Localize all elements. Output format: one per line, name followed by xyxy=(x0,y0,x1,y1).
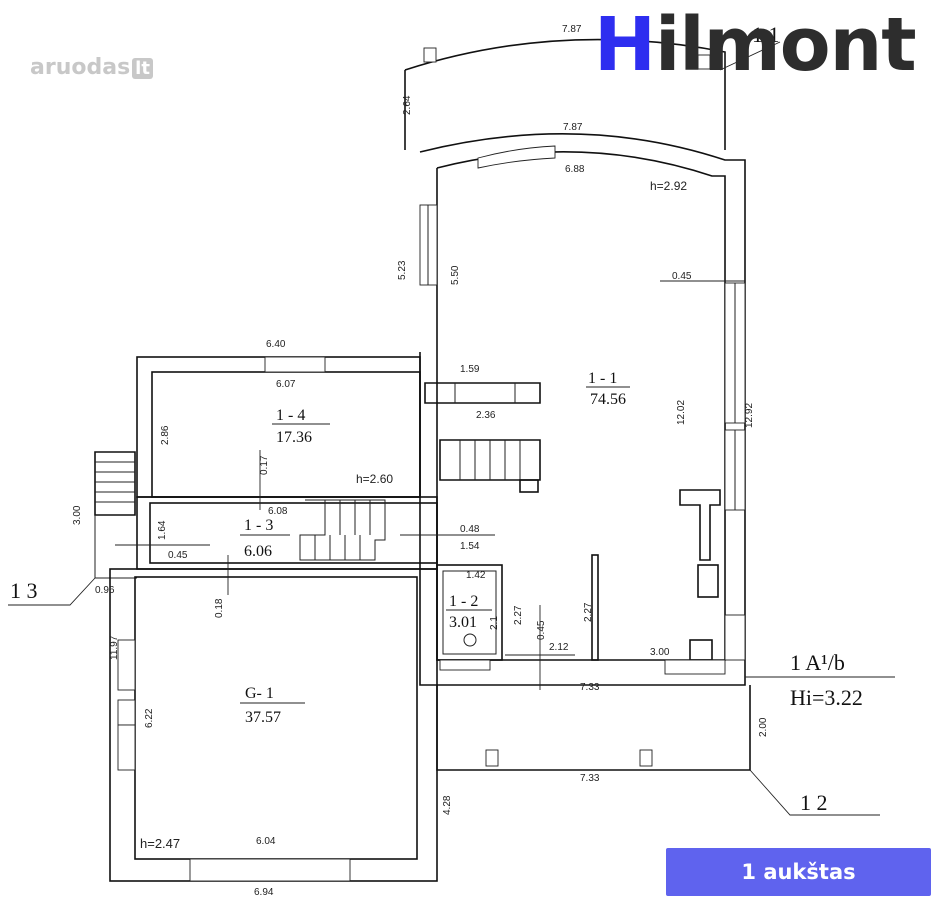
watermark-text: aruodas xyxy=(30,55,131,80)
terrace-post-2 xyxy=(639,749,653,767)
g-1-left-window-1 xyxy=(117,639,136,691)
dim-g1-left-inner: 6.22 xyxy=(144,708,155,728)
room-1-2-name: 1 - 2 xyxy=(449,593,478,610)
g-1-bottom-window xyxy=(189,858,351,882)
hall-right-window-3 xyxy=(724,614,746,661)
dim-terrace-right: 2.00 xyxy=(758,717,769,737)
dim-top-inner: 7.87 xyxy=(563,122,583,133)
partition-wall xyxy=(591,554,599,661)
dim-wall-212: 2.12 xyxy=(549,642,569,653)
section-label-12: 1 2 xyxy=(800,790,828,815)
toilet-icon xyxy=(463,633,477,647)
porch-post-right xyxy=(697,54,711,70)
height-g-1: h=2.47 xyxy=(140,836,180,851)
interior-stairs xyxy=(439,439,541,481)
g-1-left-window-2 xyxy=(117,724,136,771)
room-1-4-window xyxy=(264,356,326,373)
dim-top-outer: 7.87 xyxy=(562,24,582,35)
dim-r13-wall: 0.45 xyxy=(168,550,188,561)
dim-hall-bottom: 3.00 xyxy=(650,647,670,658)
dim-terrace-left: 4.28 xyxy=(442,795,453,815)
exterior-stairs xyxy=(94,451,136,516)
dim-terrace-top: 7.33 xyxy=(580,682,600,693)
dim-g1-wall: 0.18 xyxy=(214,598,225,618)
hall-top-window xyxy=(477,145,556,169)
room-1-3-inner xyxy=(149,502,438,564)
room-1-3-name: 1 - 3 xyxy=(244,517,273,534)
dim-partition: 2.27 xyxy=(583,602,594,622)
dim-r12-side: 2.1 xyxy=(489,616,500,630)
porch-outline xyxy=(404,38,726,150)
section-label-11: 1 1 xyxy=(752,22,780,47)
floor-badge: 1 aukštas xyxy=(666,848,931,896)
dim-g1-bottom-outer: 6.94 xyxy=(254,887,274,898)
dim-r14-left: 2.86 xyxy=(160,425,171,445)
room-1-1-name: 1 - 1 xyxy=(588,370,617,387)
dim-r14-wall: 0.17 xyxy=(259,455,270,475)
porch-post-left xyxy=(423,47,437,63)
overall-height: Hi=3.22 xyxy=(790,685,863,710)
boiler xyxy=(697,564,719,598)
room-1-4-area: 17.36 xyxy=(276,429,312,446)
dim-r12-right: 2.27 xyxy=(513,605,524,625)
room-g-1-area: 37.57 xyxy=(245,709,281,726)
section-label-13: 1 3 xyxy=(10,578,38,603)
room-1-3-stairs xyxy=(299,499,386,561)
stair-landing xyxy=(424,382,541,404)
dim-stair-bottom: 2.36 xyxy=(476,410,496,421)
height-room-1-4: h=2.60 xyxy=(356,472,393,486)
dim-ext-096: 0.96 xyxy=(95,585,115,596)
dim-r13-right-b: 1.54 xyxy=(460,541,480,552)
dim-hall-right-outer: 12.92 xyxy=(744,403,755,428)
room-1-2-area: 3.01 xyxy=(449,614,477,631)
logo-initial: H xyxy=(594,2,656,88)
stair-post xyxy=(519,479,539,493)
section-line-12 xyxy=(749,769,880,816)
dim-r14-top-outer: 6.40 xyxy=(266,339,286,350)
dim-wall-045b: 0.45 xyxy=(536,620,547,640)
dim-stair-top: 1.59 xyxy=(460,364,480,375)
room-g-1-name: G- 1 xyxy=(245,685,274,702)
dim-r13-top: 6.08 xyxy=(268,506,288,517)
hall-outer-wall xyxy=(419,133,746,686)
dim-left-porch: 2.64 xyxy=(402,95,413,115)
dim-g1-bottom-inner: 6.04 xyxy=(256,836,276,847)
dim-r12-top: 1.42 xyxy=(466,570,486,581)
bathroom-window xyxy=(439,659,491,671)
g-1-left-post xyxy=(117,699,136,726)
hall-bottom-window xyxy=(664,659,726,675)
dim-g1-left-outer: 11.97 xyxy=(109,635,120,660)
room-1-1-area: 74.56 xyxy=(590,391,626,408)
dim-hall-right-inner: 12.02 xyxy=(676,400,687,425)
room-1-3-area: 6.06 xyxy=(244,543,272,560)
dim-hall-left-inner: 5.50 xyxy=(450,265,461,285)
dim-terrace-bottom: 7.33 xyxy=(580,773,600,784)
hall-box xyxy=(689,639,713,661)
terrace-outline xyxy=(436,685,751,771)
terrace-post-1 xyxy=(485,749,499,767)
dim-hall-left-outer: 5.23 xyxy=(397,260,408,280)
section-label-right: 1 A¹/b xyxy=(790,650,845,675)
bathroom-inner xyxy=(442,570,497,655)
dim-top-inner2: 6.88 xyxy=(565,164,585,175)
section-line-13 xyxy=(8,577,96,606)
height-hall: h=2.92 xyxy=(650,179,687,193)
dim-wall-045-right: 0.45 xyxy=(672,271,692,282)
logo-rest: ilmont xyxy=(654,2,917,88)
dim-r14-top-inner: 6.07 xyxy=(276,379,296,390)
dim-r13-left: 1.64 xyxy=(157,520,168,540)
hilmont-logo: Hilmont xyxy=(594,8,917,82)
section-line-11 xyxy=(719,41,781,71)
watermark-suffix: lt xyxy=(132,58,153,79)
dim-ext-stair: 3.00 xyxy=(72,505,83,525)
dim-r13-right-a: 0.48 xyxy=(460,524,480,535)
hall-column xyxy=(679,489,721,561)
room-1-4-name: 1 - 4 xyxy=(276,407,305,424)
